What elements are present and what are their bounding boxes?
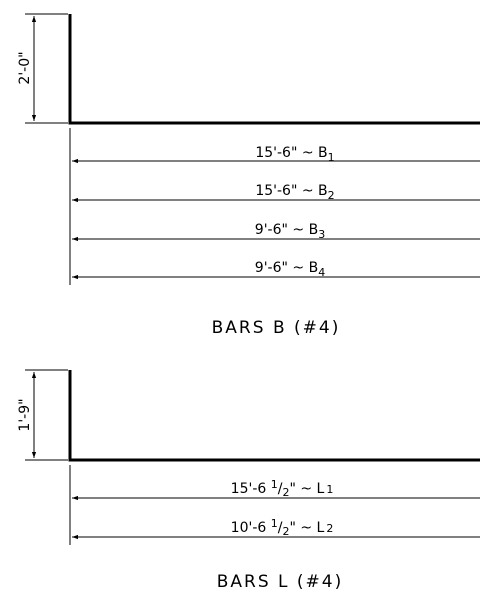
bar-b-dim-label-3: 9'-6" ~ B3 bbox=[255, 222, 325, 241]
bars-b-group: 2'-0" 15'-6" ~ B1 15'-6" ~ B2 9'-6" ~ B3… bbox=[17, 13, 480, 338]
bar-b-leg-dim-label: 2'-0" bbox=[17, 51, 33, 84]
bar-b-dim-label-1: 15'-6" ~ B1 bbox=[255, 145, 334, 164]
bar-l-shape bbox=[68, 370, 480, 462]
bar-b-dim-label-4: 9'-6" ~ B4 bbox=[255, 260, 325, 279]
bar-b-shape bbox=[68, 14, 480, 125]
bars-b-title: BARS B (#4) bbox=[212, 318, 341, 338]
bar-l-leg-dim-label: 1'-9" bbox=[17, 398, 33, 431]
bar-b-dim-label-2: 15'-6" ~ B2 bbox=[255, 183, 334, 202]
bars-l-title: BARS L (#4) bbox=[217, 572, 344, 592]
